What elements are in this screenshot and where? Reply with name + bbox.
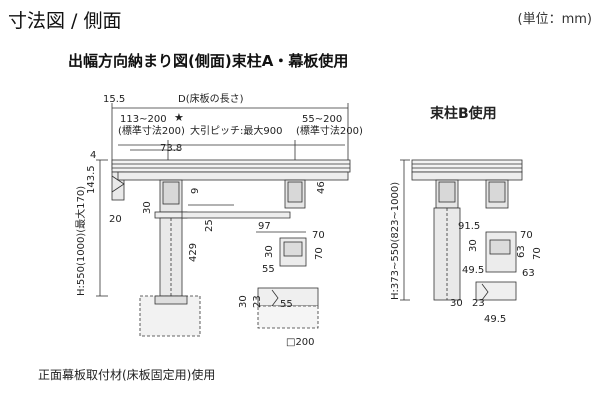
dim-73-8: 73.8 bbox=[160, 143, 182, 154]
b-dim-49-5-a: 49.5 bbox=[462, 265, 484, 276]
dim-97: 97 bbox=[258, 221, 271, 232]
b-dim-30-b: 30 bbox=[450, 298, 463, 309]
b-dim-23: 23 bbox=[472, 298, 485, 309]
dim-4: 4 bbox=[90, 150, 96, 161]
dim-46: 46 bbox=[316, 181, 327, 194]
dim-std-200-a: (標準寸法200) bbox=[118, 124, 185, 137]
footer-caption: 正面幕板取付材(床板固定用)使用 bbox=[38, 368, 216, 382]
height-range-a: H:550(1000)(最大170) bbox=[74, 186, 87, 296]
b-dim-49-5-b: 49.5 bbox=[484, 314, 506, 325]
dim-55: 55 bbox=[262, 264, 275, 275]
dim-30-c: 30 bbox=[238, 295, 249, 308]
star-icon: ★ bbox=[174, 111, 184, 124]
height-range-b: H:373~550(823~1000) bbox=[390, 182, 401, 300]
dim-429: 429 bbox=[188, 243, 199, 262]
dim-20: 20 bbox=[109, 214, 122, 225]
dim-23-a: 23 bbox=[252, 295, 263, 308]
page-title: 寸法図 / 側面 bbox=[8, 10, 122, 32]
dim-55-b: 55 bbox=[280, 299, 293, 310]
pitch-label: 大引ピッチ:最大900 bbox=[190, 124, 282, 137]
dim-113-200: 113~200 bbox=[120, 114, 167, 125]
side-b-title: 束柱B使用 bbox=[430, 105, 497, 122]
b-dim-63-a: 63 bbox=[516, 245, 527, 258]
dim-70-a: 70 bbox=[312, 230, 325, 241]
unit-label: (単位：mm) bbox=[517, 12, 592, 27]
b-dim-91-5: 91.5 bbox=[458, 221, 480, 232]
b-dim-70-b: 70 bbox=[532, 247, 543, 260]
dim-25: 25 bbox=[204, 219, 215, 232]
dim-15-5: 15.5 bbox=[103, 94, 125, 105]
b-dim-30: 30 bbox=[468, 239, 479, 252]
dim-9: 9 bbox=[190, 188, 201, 194]
dim-30-a: 30 bbox=[142, 201, 153, 214]
dim-143-5: 143.5 bbox=[86, 165, 97, 194]
dim-70-b: 70 bbox=[314, 247, 325, 260]
dim-30-b: 30 bbox=[264, 245, 275, 258]
diagram-subtitle: 出幅方向納まり図(側面)束柱A・幕板使用 bbox=[68, 52, 349, 70]
b-dim-70-a: 70 bbox=[520, 230, 533, 241]
dim-200: □200 bbox=[286, 337, 315, 348]
dim-std-200-b: (標準寸法200) bbox=[296, 124, 363, 137]
b-dim-63-b: 63 bbox=[522, 268, 535, 279]
dim-55-200: 55~200 bbox=[302, 114, 342, 125]
dim-length: D(床板の長さ) bbox=[178, 92, 244, 105]
